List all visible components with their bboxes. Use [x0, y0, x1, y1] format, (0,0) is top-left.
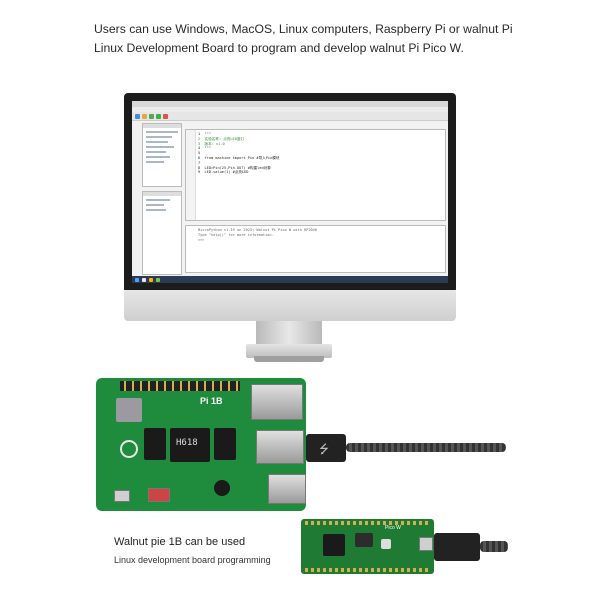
pin-row-top	[305, 521, 430, 525]
code-line: 2 实验名称: 点亮LED蓝灯	[198, 136, 245, 141]
usb-cable	[346, 443, 506, 452]
usb-port[interactable]	[256, 430, 304, 464]
pico-label: Pico W	[385, 525, 401, 531]
pico-usb-cable	[480, 541, 508, 552]
bootsel-button[interactable]	[381, 539, 391, 549]
new-file-icon[interactable]	[135, 114, 140, 119]
pin-row-bottom	[305, 568, 430, 572]
flash-chip	[355, 533, 373, 547]
run-icon[interactable]	[156, 114, 161, 119]
line-gutter	[186, 130, 196, 220]
wifi-module	[116, 398, 142, 422]
shell-panel[interactable]: MicroPython v1.19 on 2023; Walnut Pi Pic…	[185, 225, 446, 273]
device-panel-header	[143, 192, 181, 196]
monitor-stand-base	[254, 356, 324, 362]
file-entry[interactable]	[146, 141, 168, 143]
taskbar-app-icon[interactable]	[156, 277, 160, 282]
hdmi-port[interactable]	[148, 488, 170, 502]
file-entry[interactable]	[146, 151, 166, 153]
file-entry[interactable]	[146, 146, 174, 148]
files-panel-header	[143, 124, 181, 128]
shell-line: Type "help()" for more information.	[198, 232, 274, 237]
save-icon[interactable]	[149, 114, 154, 119]
code-line: 6 from machine import Pin #导入Pin模块	[198, 155, 280, 160]
audio-jack[interactable]	[214, 480, 230, 496]
memory-chip	[214, 428, 236, 460]
usb-port[interactable]	[268, 474, 306, 504]
soc-chip-label: H618	[176, 438, 198, 448]
shell-output: MicroPython v1.19 on 2023; Walnut Pi Pic…	[198, 228, 317, 242]
walnut-logo-icon	[120, 440, 138, 458]
pico-cable-plug	[434, 533, 480, 561]
stop-icon[interactable]	[163, 114, 168, 119]
file-entry[interactable]	[146, 161, 164, 163]
window-titlebar	[132, 101, 448, 107]
usb-cable-plug: ⭍	[306, 434, 346, 462]
board-label: Pi 1B	[200, 396, 223, 406]
files-panel	[142, 123, 182, 187]
walnut-pi-board: H618 Pi 1B	[96, 378, 306, 511]
taskbar-app-icon[interactable]	[149, 277, 153, 282]
pico-w-board: Pico W	[301, 519, 434, 574]
usb-c-power-port[interactable]	[114, 490, 130, 502]
usb-symbol-icon: ⭍	[319, 442, 329, 456]
monitor-chin	[124, 290, 456, 321]
ethernet-port[interactable]	[251, 384, 303, 420]
monitor-stand-foot	[246, 344, 332, 358]
code-line: 5	[198, 151, 201, 156]
start-icon[interactable]	[135, 277, 139, 282]
shell-line: >>>	[198, 237, 205, 242]
caption-subtitle: Linux development board programming	[114, 555, 271, 565]
code-line: 1 """	[198, 132, 211, 136]
rp2040-chip	[323, 534, 345, 556]
open-file-icon[interactable]	[142, 114, 147, 119]
file-entry[interactable]	[146, 131, 178, 133]
device-files-panel	[142, 191, 182, 275]
device-file-entry[interactable]	[146, 209, 166, 211]
file-entry[interactable]	[146, 136, 172, 138]
menu-bar	[132, 107, 448, 112]
ide-toolbar	[132, 112, 448, 121]
code-line: 9 LED.value(1) #点亮LED	[198, 170, 249, 175]
code-line: 4 """	[198, 146, 211, 151]
code-line: 8 LED=Pin(25,Pin.OUT) #构建led对象	[198, 165, 271, 170]
file-entry[interactable]	[146, 156, 170, 158]
taskbar-app-icon[interactable]	[142, 277, 146, 282]
micro-usb-port[interactable]	[419, 537, 433, 551]
taskbar	[132, 276, 448, 283]
monitor-stand-neck	[256, 321, 322, 345]
shell-line: MicroPython v1.19 on 2023; Walnut Pi Pic…	[198, 228, 317, 232]
gpio-header	[120, 381, 240, 391]
soc-chip: H618	[170, 428, 210, 462]
caption-title: Walnut pie 1B can be used	[114, 536, 246, 548]
intro-text: Users can use Windows, MacOS, Linux comp…	[94, 22, 513, 55]
device-file-entry[interactable]	[146, 204, 164, 206]
device-file-entry[interactable]	[146, 199, 170, 201]
memory-chip	[144, 428, 166, 460]
code-line: 3 版本: v1.0	[198, 141, 225, 146]
code-line: 7	[198, 160, 201, 165]
